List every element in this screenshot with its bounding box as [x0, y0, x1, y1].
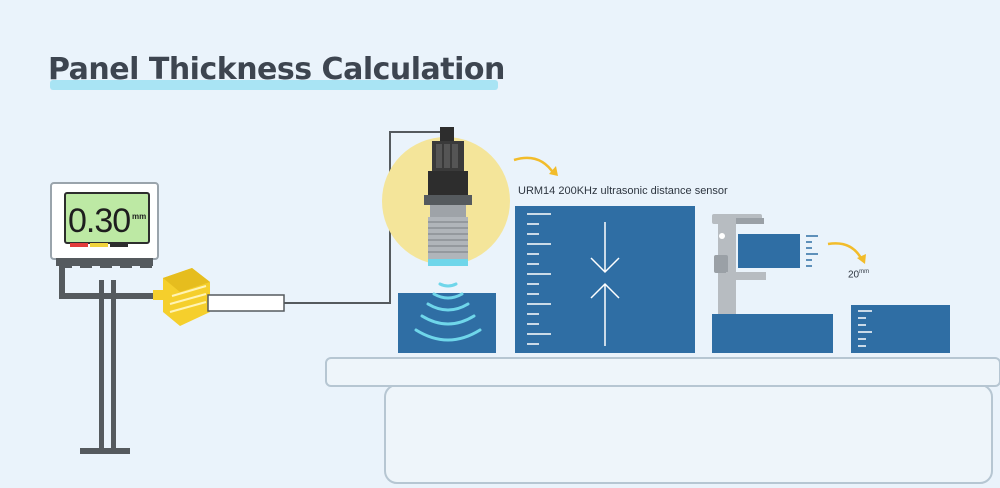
arrow-icon [513, 156, 558, 176]
page-title: Panel Thickness Calculation [48, 52, 505, 87]
connector-icon [153, 268, 210, 326]
small-ruler [806, 235, 818, 267]
measurement-arrow-icon [827, 242, 866, 264]
base-block [712, 314, 833, 353]
digital-display-icon [50, 182, 159, 268]
sensor-label: URM14 200KHz ultrasonic distance sensor [518, 185, 728, 197]
measurement-value: 20 [848, 269, 860, 281]
measurement-unit: mm [859, 269, 870, 275]
measurement-panel [515, 206, 695, 353]
measurement-label: 20mm [848, 269, 869, 280]
display-unit: mm [132, 212, 147, 221]
display-stand [59, 262, 160, 454]
wave-icon [414, 282, 482, 342]
result-panel [851, 305, 950, 353]
caliper-icon [712, 214, 766, 314]
measured-block [738, 234, 800, 268]
title-underline [50, 80, 498, 90]
display-reading: 0.30 [68, 202, 131, 240]
ultrasonic-sensor-icon [424, 127, 472, 266]
work-table [325, 357, 1000, 484]
